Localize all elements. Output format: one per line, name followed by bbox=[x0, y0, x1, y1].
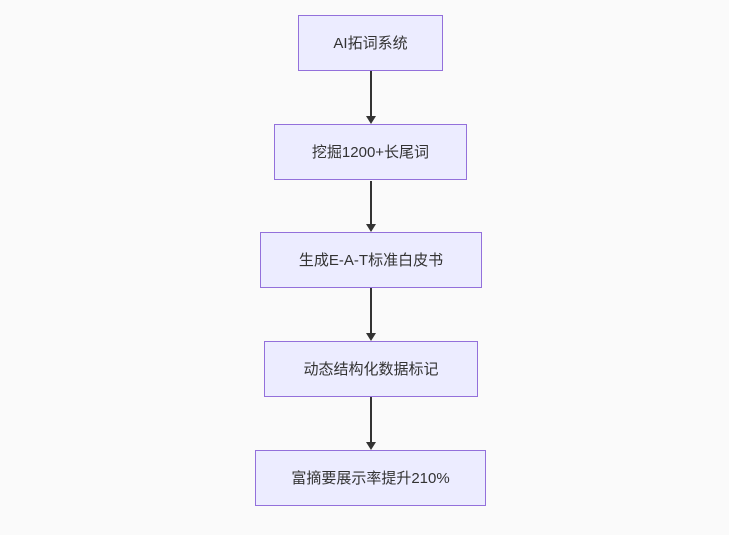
flow-node-label: 生成E-A-T标准白皮书 bbox=[298, 251, 444, 269]
flow-node-label: AI拓词系统 bbox=[333, 34, 408, 52]
arrowhead-down-icon bbox=[366, 333, 376, 341]
flow-node-mine-longtail-words: 挖掘1200+长尾词 bbox=[274, 124, 467, 180]
flow-node-dynamic-structured-data-markup: 动态结构化数据标记 bbox=[264, 341, 478, 397]
flow-node-rich-snippet-rate-increase: 富摘要展示率提升210% bbox=[255, 450, 486, 506]
arrowhead-down-icon bbox=[366, 442, 376, 450]
flow-node-ai-word-expansion-system: AI拓词系统 bbox=[298, 15, 443, 71]
edge-line bbox=[370, 181, 372, 224]
edge-line bbox=[370, 288, 372, 333]
arrowhead-down-icon bbox=[366, 116, 376, 124]
flow-node-label: 动态结构化数据标记 bbox=[303, 360, 439, 378]
flow-node-label: 挖掘1200+长尾词 bbox=[311, 143, 430, 161]
edge-line bbox=[370, 397, 372, 442]
flow-node-generate-eat-whitepaper: 生成E-A-T标准白皮书 bbox=[260, 232, 482, 288]
edge-line bbox=[370, 71, 372, 116]
arrowhead-down-icon bbox=[366, 224, 376, 232]
flow-node-label: 富摘要展示率提升210% bbox=[291, 469, 450, 487]
